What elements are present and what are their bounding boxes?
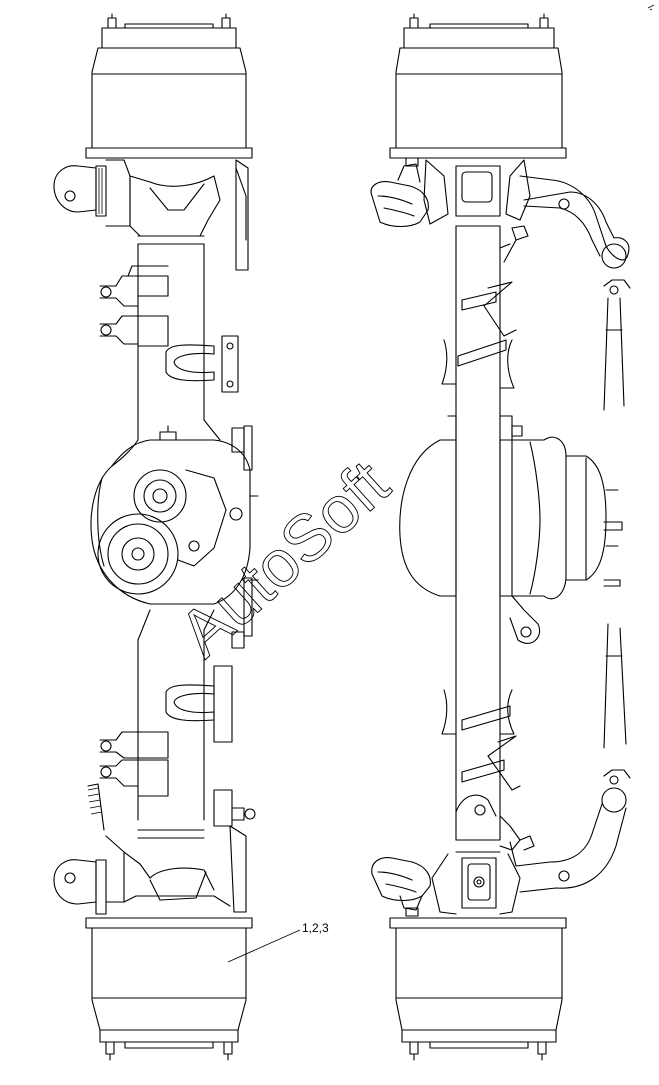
right-bottom-hub <box>389 917 567 1061</box>
left-upper-knuckle <box>53 159 249 271</box>
left-axle-beam <box>111 243 221 821</box>
left-upper-yoke <box>129 175 221 245</box>
right-bottom-knuckle <box>371 623 631 917</box>
callout-label: 1,2,3 <box>302 921 329 935</box>
right-top-hub <box>389 13 567 159</box>
left-axle-view: 1,2,3 <box>53 13 329 1061</box>
watermark-text: AutoSoft <box>165 446 403 670</box>
corner-tick-mark <box>647 4 655 11</box>
right-axle-view <box>370 13 631 1061</box>
right-axle-beam <box>441 225 521 841</box>
left-lower-knuckle <box>53 783 256 915</box>
left-top-hub <box>85 13 253 159</box>
right-brake-booster <box>399 415 623 644</box>
left-upper-spring-seat <box>99 265 239 393</box>
left-lower-spring-seat <box>99 665 233 797</box>
left-differential-housing <box>90 425 259 649</box>
left-bottom-hub <box>85 917 253 1061</box>
part-callout: 1,2,3 <box>227 921 329 963</box>
right-top-knuckle <box>370 157 631 411</box>
